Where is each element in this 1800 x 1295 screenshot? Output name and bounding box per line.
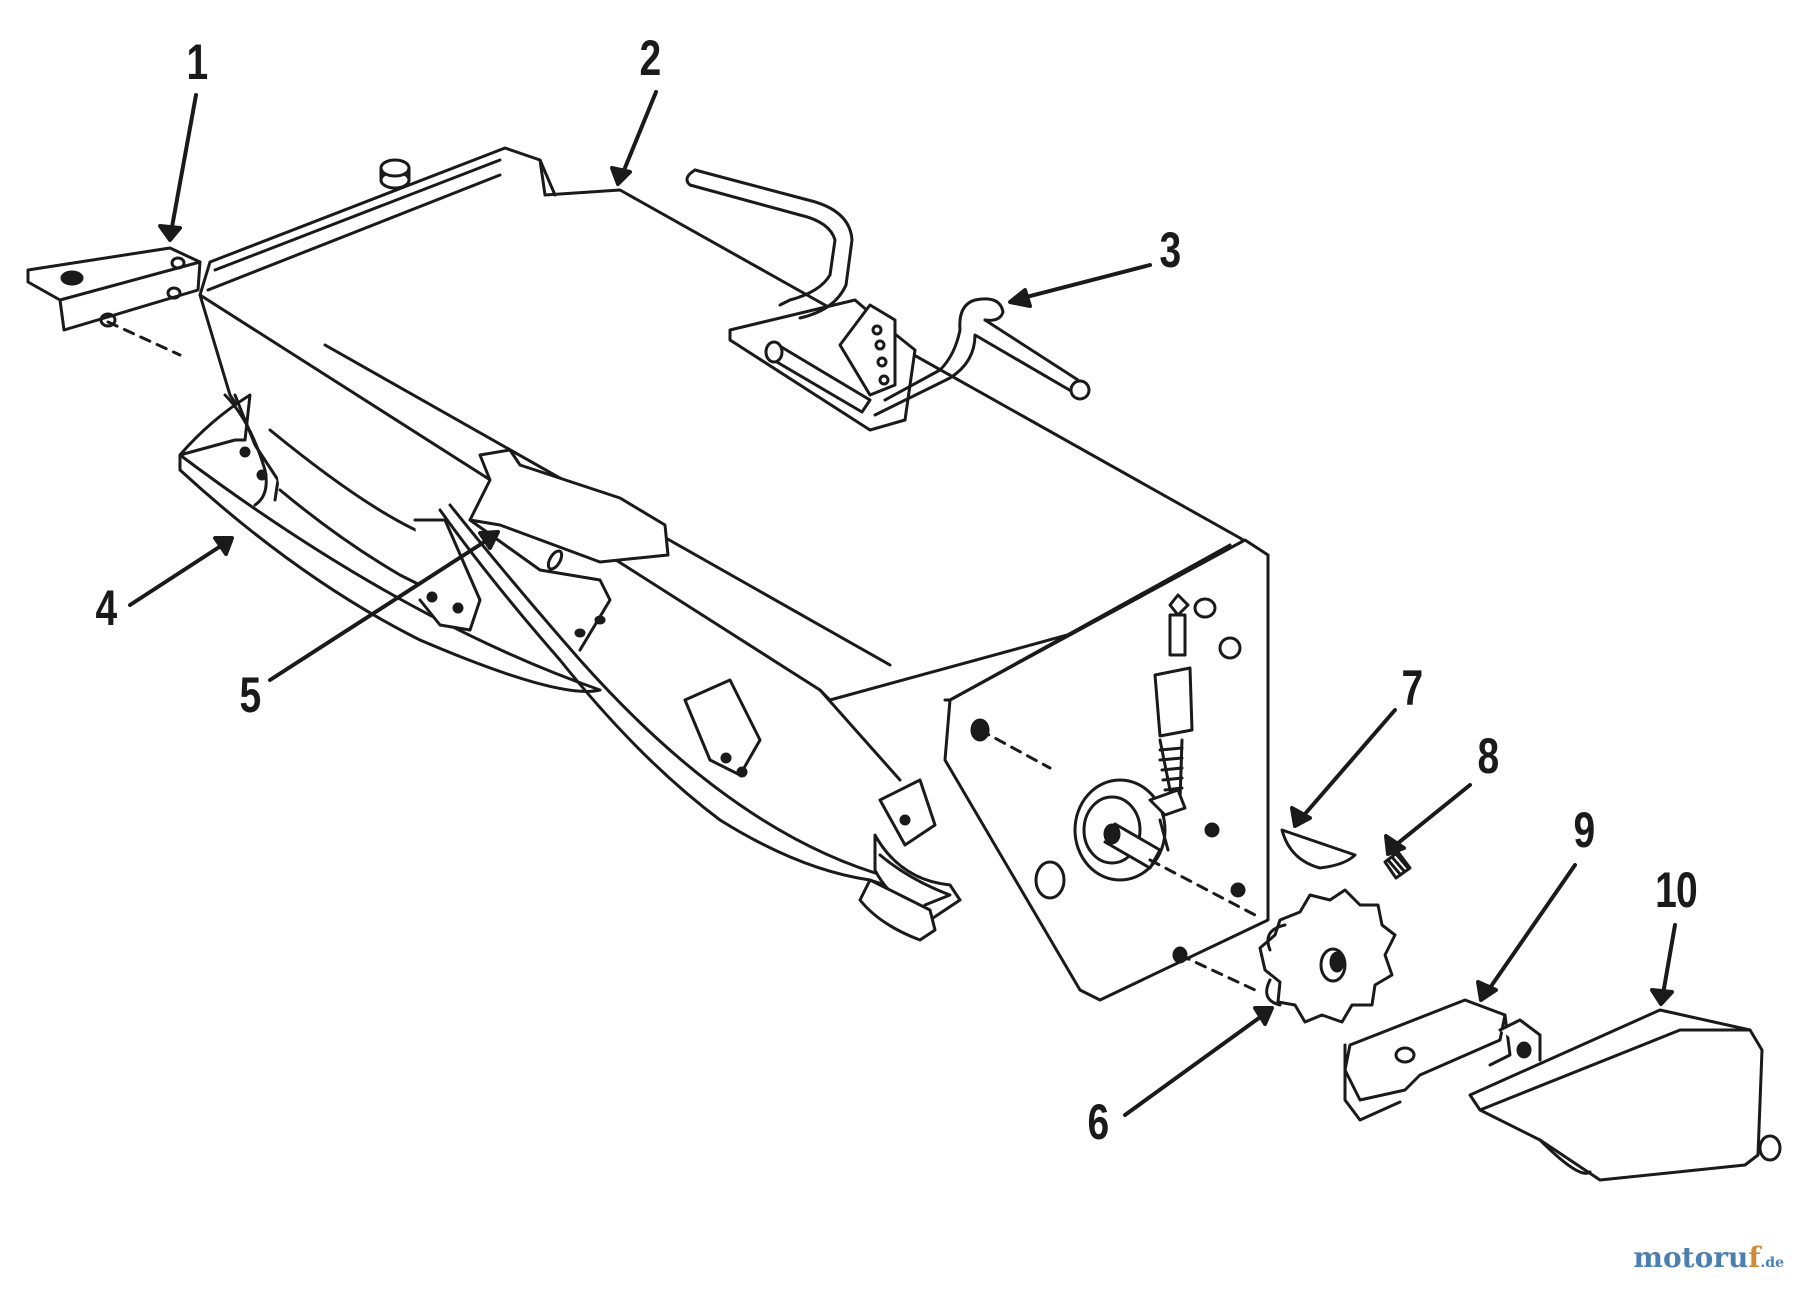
part-7-woodruff-key: [1280, 828, 1357, 870]
part-6-sprocket: [1258, 888, 1397, 1024]
watermark-part-b: f: [1748, 1241, 1761, 1274]
leader-7: [1296, 708, 1397, 824]
part-10-chain-guard: [1468, 1008, 1782, 1182]
watermark-part-c: .de: [1760, 1255, 1784, 1271]
leader-1: [168, 93, 198, 240]
leader-6: [1123, 1008, 1272, 1117]
leader-3: [1013, 263, 1152, 302]
leader-2: [618, 90, 658, 182]
callout-1: 1: [186, 34, 209, 90]
leader-4: [128, 538, 232, 607]
callout-7: 7: [1401, 660, 1424, 716]
callout-3: 3: [1159, 222, 1182, 278]
callout-2: 2: [639, 30, 662, 86]
leader-9: [1483, 863, 1577, 997]
part-4-tine-blade: [178, 393, 602, 693]
watermark-logo: motoruf.de: [1633, 1241, 1784, 1274]
leader-arrows: [128, 90, 1677, 1117]
watermark-part-a: motoru: [1633, 1241, 1749, 1274]
side-plate: [943, 538, 1270, 1002]
leader-10: [1660, 923, 1677, 1002]
leader-8: [1390, 783, 1472, 850]
part-1-mounting-bracket: [26, 246, 202, 332]
part-8-set-screw: [1383, 850, 1412, 880]
leader-5: [268, 533, 497, 682]
part-5-tine-assembly: [438, 448, 962, 942]
callout-10: 10: [1655, 862, 1698, 918]
callout-9: 9: [1573, 802, 1596, 858]
callout-5: 5: [239, 667, 262, 723]
part-9-drive-bracket: [1343, 998, 1512, 1122]
callout-4: 4: [95, 580, 118, 636]
callout-8: 8: [1477, 728, 1500, 784]
part-3-depth-lever: [685, 168, 1091, 417]
callout-6: 6: [1087, 1094, 1110, 1150]
